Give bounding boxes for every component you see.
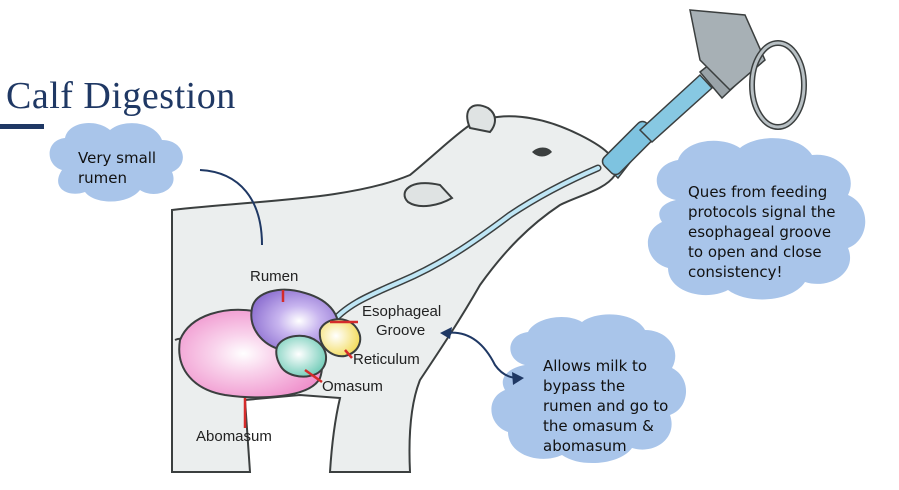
page-title: Calf Digestion	[6, 75, 236, 117]
callout-line: rumen	[78, 169, 128, 187]
callout-small-rumen: Very small rumen	[78, 148, 156, 188]
callout-bypass: Allows milk to bypass the rumen and go t…	[543, 356, 668, 456]
label-groove: Groove	[376, 322, 426, 339]
label-esophageal: Esophageal	[362, 303, 442, 320]
callout-line: Allows milk to	[543, 357, 648, 375]
calf-eye	[532, 147, 552, 157]
calf-ear	[403, 182, 454, 208]
callout-line: bypass the	[543, 377, 626, 395]
callout-feeding-cues: Ques from feeding protocols signal the e…	[688, 182, 836, 282]
arrow-head-left-icon	[440, 327, 452, 339]
cloud-feeding-cues	[647, 138, 866, 300]
cloud-small-rumen	[49, 123, 183, 202]
callout-line: the omasum &	[543, 417, 654, 435]
callout-line: to open and close	[688, 243, 822, 261]
callout-line: consistency!	[688, 263, 783, 281]
reticulum-organ	[318, 318, 362, 358]
title-underline	[0, 124, 44, 129]
arrow-head-right-icon	[512, 372, 524, 385]
omasum-pointer	[304, 368, 323, 384]
bottle-feeder-icon	[601, 9, 807, 180]
callout-line: protocols signal the	[688, 203, 836, 221]
bypass-arrow	[440, 327, 524, 385]
small-rumen-connector	[199, 169, 263, 246]
calf-ear-top	[466, 104, 496, 134]
callout-line: Very small	[78, 149, 157, 167]
callout-line: esophageal groove	[688, 223, 832, 241]
callout-line: abomasum	[543, 437, 627, 455]
cloud-bypass	[491, 314, 687, 464]
callout-line: Ques from feeding	[688, 183, 828, 201]
reticulum-pointer	[344, 349, 353, 359]
label-abomasum: Abomasum	[196, 428, 272, 445]
label-reticulum: Reticulum	[353, 351, 420, 368]
callout-line: rumen and go to	[543, 397, 669, 415]
omasum-organ	[275, 334, 327, 378]
label-rumen: Rumen	[250, 268, 299, 285]
label-omasum: Omasum	[322, 378, 383, 395]
